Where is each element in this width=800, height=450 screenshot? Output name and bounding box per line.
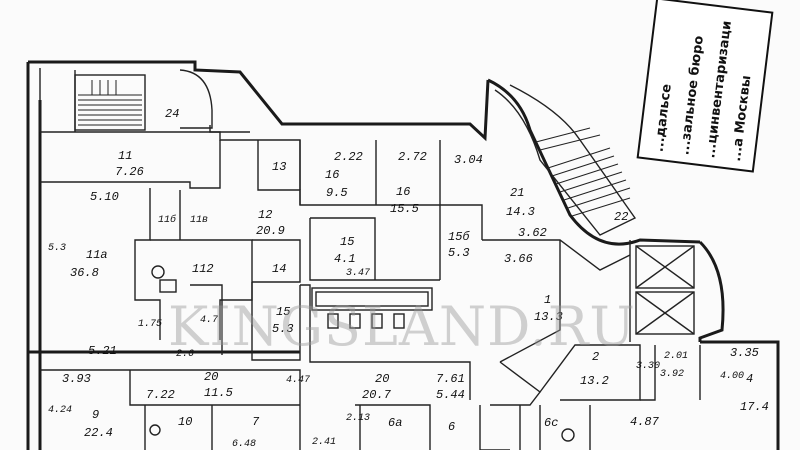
room-area: 15.5 bbox=[390, 202, 419, 216]
interior-partitions bbox=[39, 68, 701, 450]
room-number: 15 bbox=[276, 305, 290, 319]
dimension-label: 7.22 bbox=[146, 388, 175, 402]
room-area: 4.1 bbox=[334, 252, 356, 266]
room-number: 20 bbox=[375, 372, 389, 386]
room-area: 5.3 bbox=[272, 322, 294, 336]
room-number: 11 bbox=[118, 149, 132, 163]
dimension-label: 3.35 bbox=[730, 346, 759, 360]
room-area: 13.3 bbox=[534, 310, 563, 324]
room-number: 4 bbox=[746, 372, 753, 386]
room-labels: 24 11 7.26 11a 36.8 13 16 9.5 16 15.5 21… bbox=[70, 107, 769, 440]
staircase-left bbox=[74, 69, 213, 131]
room-number: 16 bbox=[396, 185, 410, 199]
room-number: 22 bbox=[614, 210, 628, 224]
dimension-label: 7.61 bbox=[436, 372, 465, 386]
room-number: 11в bbox=[190, 215, 208, 226]
dimension-label: 3.62 bbox=[518, 226, 547, 240]
dimension-label: 3.04 bbox=[454, 153, 483, 167]
room-area: 7.26 bbox=[115, 165, 144, 179]
room-number: 14 bbox=[272, 262, 286, 276]
dimension-label: 2.13 bbox=[346, 413, 370, 424]
room-number: 1 bbox=[544, 293, 551, 307]
room-area: 17.4 bbox=[740, 400, 769, 414]
dimension-label: 5.21 bbox=[88, 344, 117, 358]
room-number: 21 bbox=[510, 186, 524, 200]
dimension-label: 5.3 bbox=[48, 243, 66, 254]
dimension-label: 2.01 bbox=[664, 351, 688, 362]
outer-walls bbox=[26, 60, 780, 450]
dimension-label: 5.44 bbox=[436, 388, 465, 402]
dimension-label: 2.22 bbox=[334, 150, 363, 164]
sanitary-block bbox=[149, 265, 575, 442]
room-number: 15б bbox=[448, 230, 470, 244]
dimension-label: 1.75 bbox=[138, 319, 162, 330]
dimension-label: 4.24 bbox=[48, 405, 72, 416]
room-number: 9 bbox=[92, 408, 99, 422]
elevator-shafts bbox=[635, 245, 695, 335]
room-number: 13 bbox=[272, 160, 286, 174]
dimension-label: 3.66 bbox=[504, 252, 533, 266]
room-number: 12 bbox=[258, 208, 272, 222]
dimension-label: 3.47 bbox=[346, 268, 370, 279]
room-number: 112 bbox=[192, 262, 214, 276]
dimension-label: 4.87 bbox=[630, 415, 660, 429]
dimension-label: 3.30 bbox=[636, 361, 660, 372]
room-number: 6 bbox=[448, 420, 455, 434]
room-area: 14.3 bbox=[506, 205, 535, 219]
dimension-label: 2.72 bbox=[398, 150, 427, 164]
room-area: 36.8 bbox=[70, 266, 99, 280]
room-number: 24 bbox=[165, 107, 179, 121]
room-number: 11б bbox=[158, 213, 177, 226]
dimension-label: 2.6 bbox=[176, 349, 194, 360]
room-area: 5.3 bbox=[448, 246, 470, 260]
dimension-label: 3.92 bbox=[660, 369, 684, 380]
room-area: 20.7 bbox=[362, 388, 392, 402]
room-number: 10 bbox=[178, 415, 192, 429]
room-area: 13.2 bbox=[580, 374, 609, 388]
room-number: 16 bbox=[325, 168, 339, 182]
dimension-annotations: 2.22 2.72 3.04 5.10 3.62 3.66 5.21 3.93 … bbox=[48, 150, 759, 450]
dimension-label: 3.93 bbox=[62, 372, 91, 386]
room-area: 20.9 bbox=[256, 224, 285, 238]
room-number: 6с bbox=[544, 416, 558, 430]
watermark-text: KINGSLAND.RU bbox=[168, 295, 636, 358]
dimension-label: 5.10 bbox=[90, 190, 119, 204]
room-number: 15 bbox=[340, 235, 354, 249]
room-number: 11a bbox=[86, 248, 108, 262]
dimension-label: 6.48 bbox=[232, 439, 256, 450]
archive-stamp: ...дальсе ...зальное бюро ...цинвентариз… bbox=[636, 0, 774, 173]
dimension-label: 4.00 bbox=[720, 371, 744, 382]
room-number: 6а bbox=[388, 416, 402, 430]
dimension-label: 4.47 bbox=[286, 375, 310, 386]
room-area: 11.5 bbox=[204, 386, 233, 400]
room-number: 20 bbox=[204, 370, 218, 384]
room-area: 9.5 bbox=[326, 186, 348, 200]
room-number: 7 bbox=[252, 415, 260, 429]
dimension-label: 2.41 bbox=[312, 437, 336, 448]
dimension-label: 4.7 bbox=[200, 315, 218, 326]
room-area: 22.4 bbox=[84, 426, 113, 440]
room-number: 2 bbox=[592, 350, 599, 364]
staircase-right bbox=[494, 84, 637, 236]
